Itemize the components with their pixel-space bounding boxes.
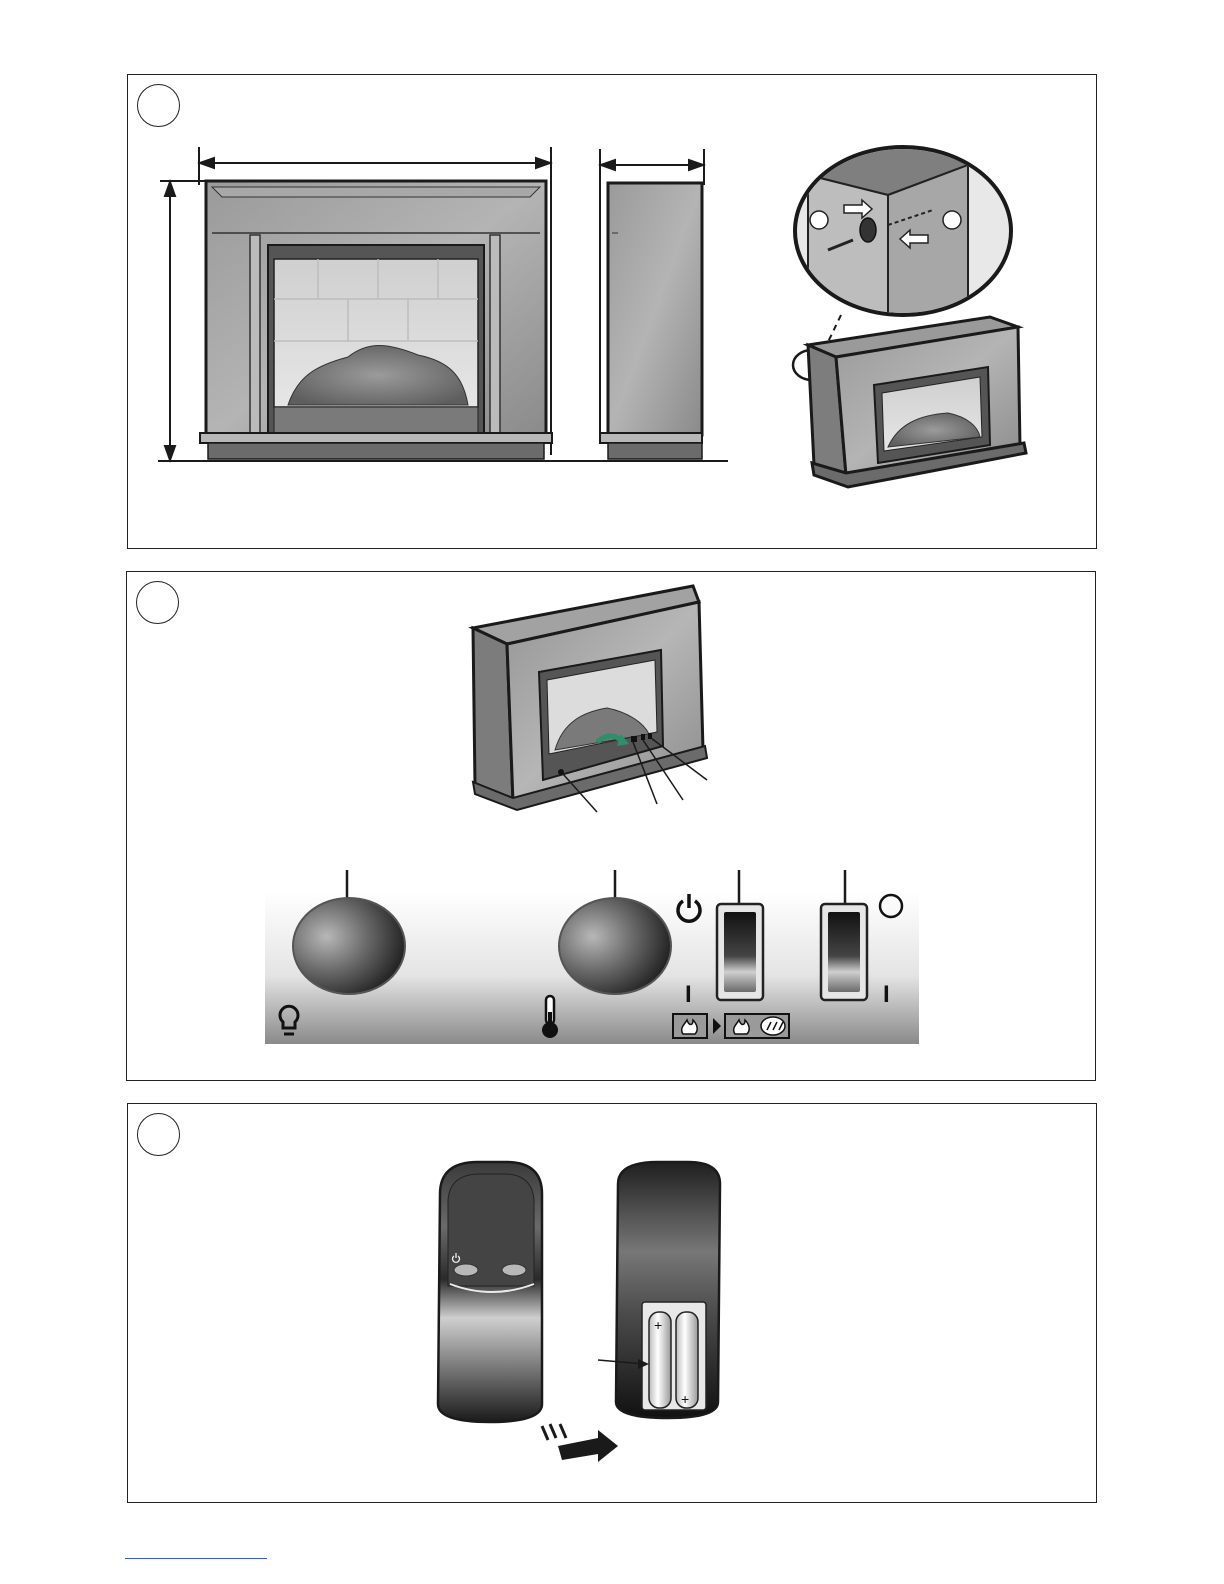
step-1-panel xyxy=(127,74,1097,549)
fireplace-isometric-view xyxy=(808,317,1026,487)
control-strip: I I xyxy=(265,870,919,1044)
control-panel-illustration: I I xyxy=(127,572,1097,1082)
remote-heat-button[interactable] xyxy=(502,1264,526,1276)
power-switch-on-mark: I xyxy=(685,981,692,1008)
remote-front xyxy=(438,1162,542,1422)
heater-switch-on-mark: I xyxy=(883,981,890,1008)
flame-mode-icon xyxy=(673,1014,707,1038)
flip-over-arrow-icon xyxy=(542,1424,618,1462)
thermostat-knob[interactable] xyxy=(559,898,671,994)
battery-1-plus-mark: + xyxy=(654,1317,662,1333)
remote-back: + + xyxy=(598,1162,720,1418)
wall-bracket-icon xyxy=(860,218,876,242)
flame-brightness-knob[interactable] xyxy=(293,898,405,994)
fireplace-dimensions-illustration xyxy=(128,75,1098,550)
fireplace-with-controls xyxy=(473,586,707,812)
flame-and-heat-mode-icon xyxy=(725,1014,789,1038)
step-3-panel: + + xyxy=(127,1103,1097,1503)
fireplace-front-view xyxy=(200,181,552,459)
remote-power-button[interactable] xyxy=(454,1264,478,1276)
remote-battery-illustration: + + xyxy=(128,1104,1098,1504)
power-rocker-switch[interactable] xyxy=(717,904,763,1000)
heater-rocker-switch[interactable] xyxy=(821,904,867,1000)
height-dimension-arrow xyxy=(160,181,208,460)
fireplace-side-view xyxy=(600,183,728,461)
battery-2-plus-mark: + xyxy=(681,1391,689,1407)
footer-rule xyxy=(125,1558,267,1559)
step-2-panel: I I xyxy=(126,571,1096,1081)
